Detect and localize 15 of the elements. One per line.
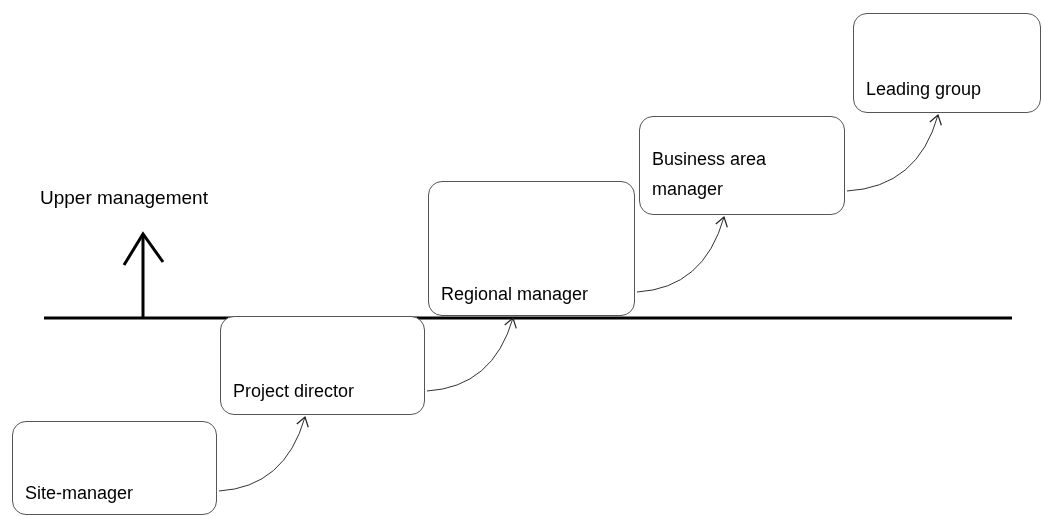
role-box (853, 13, 1041, 113)
role-title: Business area manager (652, 148, 768, 201)
level-label: Upper management (40, 186, 208, 210)
role-title: Site-manager (25, 482, 135, 505)
role-box (220, 316, 425, 415)
role-title: Leading group (866, 78, 983, 101)
role-box (639, 116, 845, 215)
curved-arrow (218, 416, 309, 492)
role-box (428, 181, 635, 316)
curved-arrow (636, 216, 728, 293)
curved-arrow (426, 317, 517, 392)
role-title: Regional manager (441, 283, 590, 306)
curved-arrow (846, 114, 942, 192)
role-box (12, 421, 217, 515)
role-title: Project director (233, 380, 356, 403)
